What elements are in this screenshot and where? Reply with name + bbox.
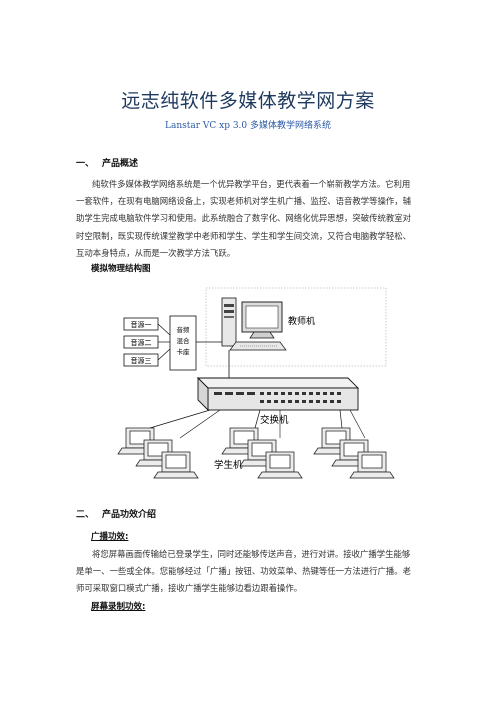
section-title: 产品功效介绍 bbox=[102, 510, 157, 520]
sound-card-box bbox=[169, 315, 197, 371]
broadcast-paragraph: 将您屏幕画面传输给已登录学生，同时还能够传送声音，进行对讲。接收广播学生能够 是… bbox=[76, 546, 420, 598]
sound-source-boxes: 音源一 音源二 音源三 bbox=[123, 317, 159, 367]
section-heading-features: 二、产品功效介绍 bbox=[76, 507, 156, 520]
student-computers bbox=[117, 427, 395, 479]
paragraph-line: 互动本身特点，从而是一次教学方法飞跃。 bbox=[76, 247, 236, 258]
page-title: 远志纯软件多媒体教学网方案 bbox=[121, 90, 375, 112]
teacher-computer-icon bbox=[221, 297, 287, 351]
sound-source-2: 音源二 bbox=[131, 338, 152, 347]
paragraph-line: 一套软件，在现有电脑网络设备上，实现老师机对学生机广播、监控、语音教学等操作，辅 bbox=[76, 196, 411, 207]
section-heading-overview: 一、产品概述 bbox=[76, 156, 138, 169]
page-subtitle: Lanstar VC xp 3.0 多媒体教学网络系统 bbox=[164, 121, 332, 131]
paragraph-line: 助学生完成电脑软件学习和使用。此系统融合了数字化、网络化优异思想，突破传统教室对 bbox=[76, 213, 411, 224]
paragraph-line: 时空限制，既实现传统课堂教学中老师和学生、学生和学生间交流，又符合电脑教学轻松、 bbox=[76, 230, 411, 241]
sound-card-label-2: 混合 bbox=[177, 336, 191, 345]
sound-source-1: 音源一 bbox=[131, 320, 152, 329]
overview-paragraph: 纯软件多媒体教学网络系统是一个优异教学平台，更代表着一个崭新教学方法。它利用 一… bbox=[76, 176, 420, 262]
section-number: 二、 bbox=[76, 510, 95, 520]
sound-source-3: 音源三 bbox=[131, 356, 152, 365]
sound-card-label-1: 音频 bbox=[177, 325, 191, 334]
section-number: 一、 bbox=[76, 159, 95, 169]
broadcast-heading: 广播功效: bbox=[91, 532, 129, 542]
section-title: 产品概述 bbox=[102, 159, 139, 169]
switch-icon bbox=[196, 376, 360, 412]
diagram-heading: 模拟物理结构图 bbox=[91, 264, 151, 274]
student-label: 学生机 bbox=[214, 459, 243, 471]
switch-label: 交换机 bbox=[260, 414, 289, 426]
network-diagram: 音源一 音源二 音源三 音频 混合 卡座 教师机 bbox=[117, 287, 395, 479]
sound-card-label-3: 卡座 bbox=[177, 347, 191, 356]
paragraph-line: 将您屏幕画面传输给已登录学生，同时还能够传送声音，进行对讲。接收广播学生能够 bbox=[92, 549, 411, 559]
paragraph-line: 是单一、一些或全体。您能够经过「广播」按钮、功效菜单、热键等任一方法进行广播。老 bbox=[76, 566, 411, 577]
teacher-label: 教师机 bbox=[288, 315, 315, 327]
paragraph-line: 纯软件多媒体教学网络系统是一个优异教学平台，更代表着一个崭新教学方法。它利用 bbox=[92, 179, 411, 189]
screen-record-heading: 屏幕录制功效: bbox=[91, 602, 146, 612]
paragraph-line: 师可采取窗口模式广播，接收广播学生能够边看边跟着操作。 bbox=[76, 583, 303, 594]
